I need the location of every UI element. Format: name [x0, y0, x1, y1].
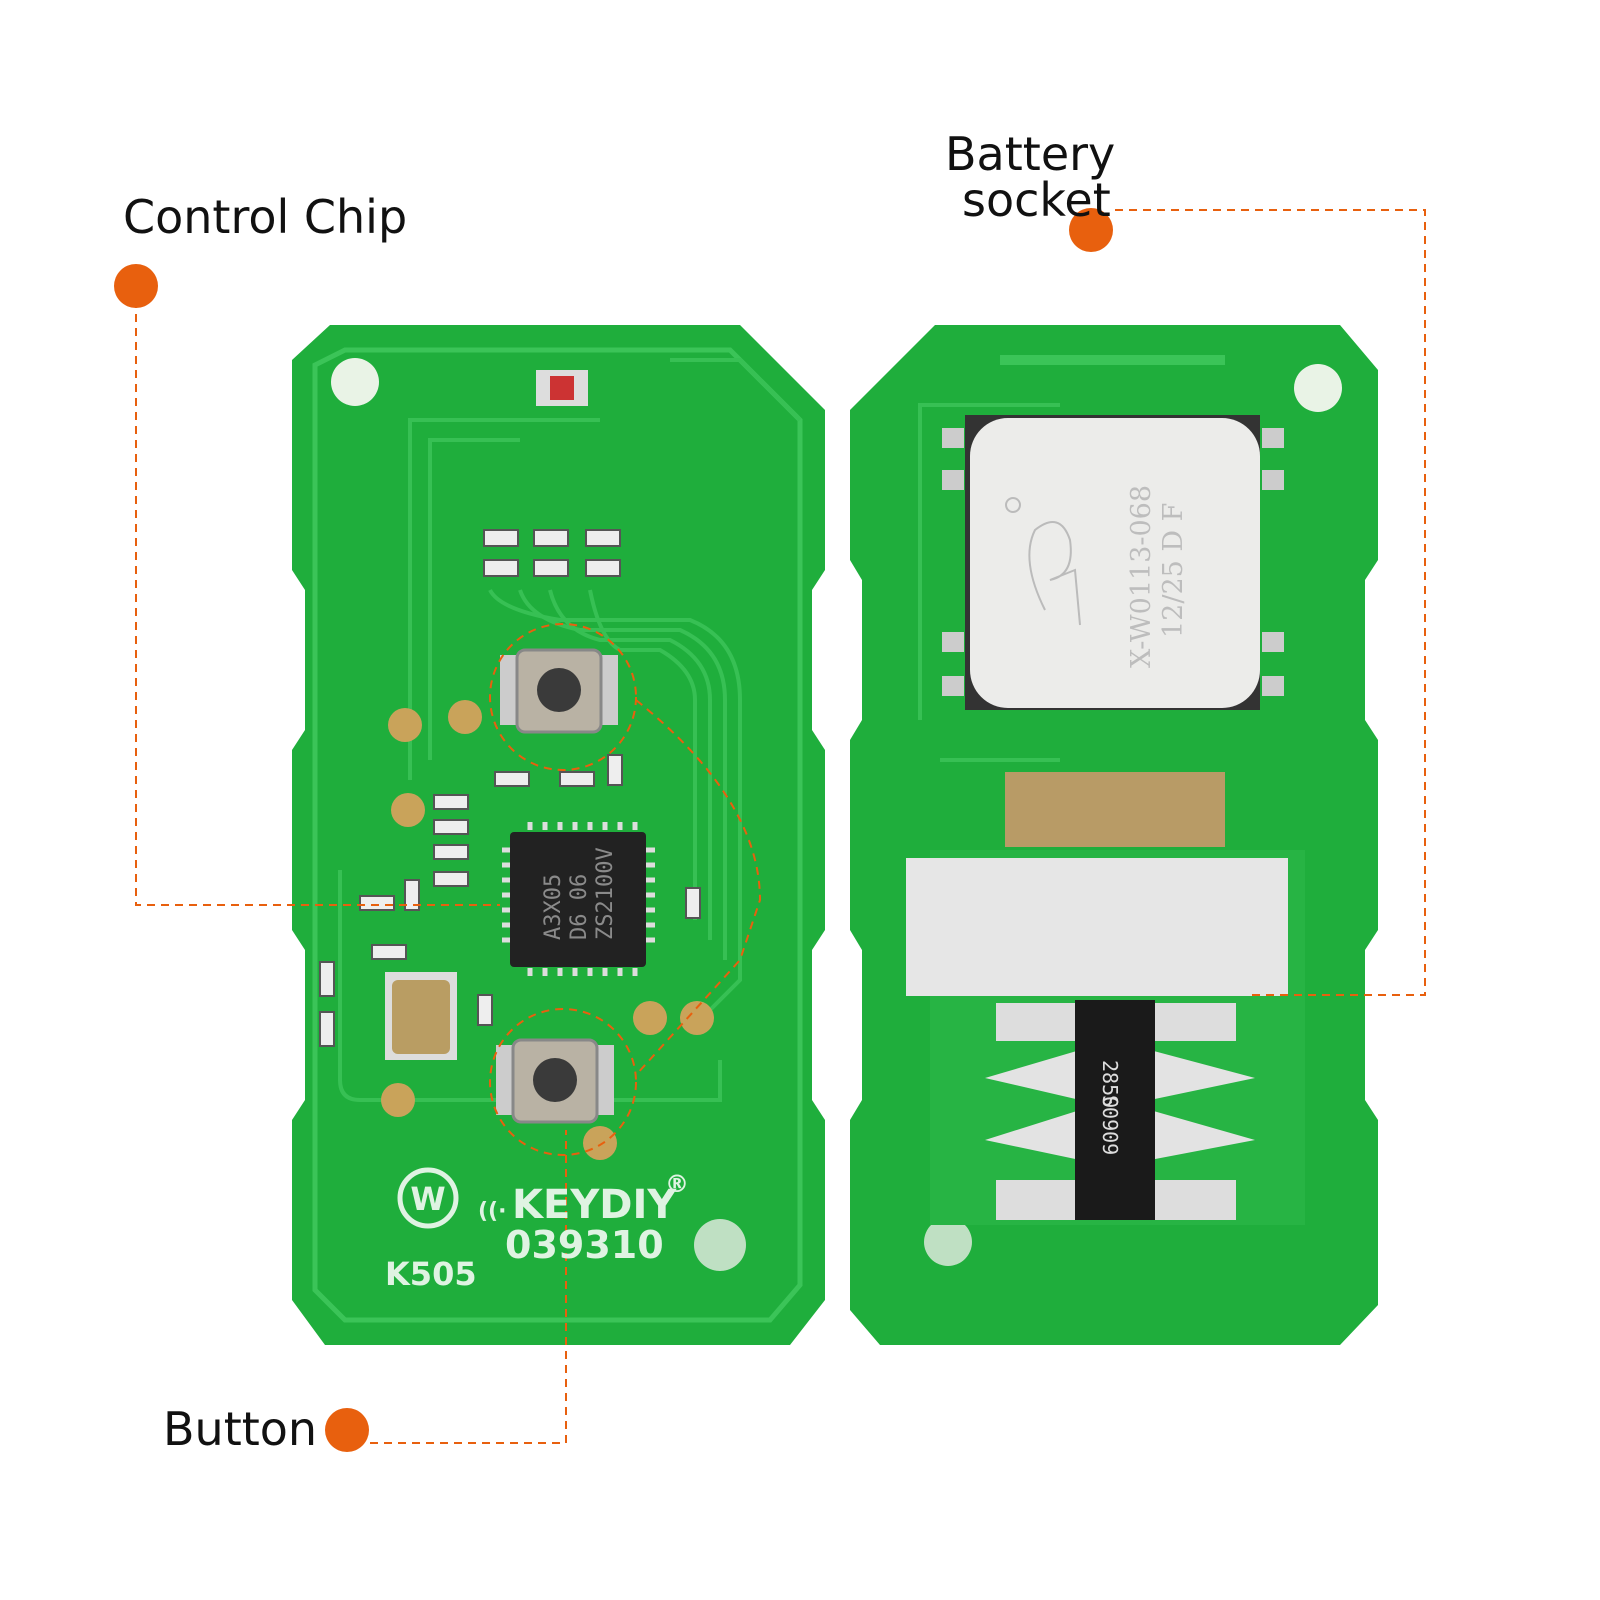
chip-marking-2: D6 06 [567, 874, 592, 940]
battery-clip [985, 1000, 1255, 1220]
callout-dots [114, 208, 1113, 1452]
control-chip [502, 822, 655, 976]
signal-icon: ((· [478, 1199, 506, 1224]
battery-socket-label-line1: Battery [945, 127, 1116, 181]
battery-socket-label-line2: socket [962, 173, 1111, 227]
clip-marking-2: S0909 [1098, 1095, 1122, 1155]
brand-name: KEYDIY [512, 1182, 677, 1228]
board-back [850, 325, 1378, 1345]
board-front [292, 325, 825, 1345]
model-number: K505 [385, 1255, 477, 1293]
w-logo-letter: W [410, 1180, 445, 1218]
chip-marking-1: A3X05 [541, 874, 566, 940]
rf-module [942, 415, 1284, 710]
white-label [906, 858, 1288, 996]
module-marking-1: X-W0113-068 [1126, 485, 1157, 668]
clip-marking-1: 2850 [1098, 1060, 1122, 1108]
leader-lines [135, 209, 1426, 1444]
button-label: Button [163, 1402, 318, 1456]
control-chip-label: Control Chip [123, 190, 408, 244]
tactile-button-bottom [496, 1038, 614, 1124]
serial-number: 039310 [505, 1223, 664, 1267]
registered-mark: ® [665, 1170, 689, 1198]
w-logo [397, 1167, 459, 1229]
chip-marking-3: ZS2100V [593, 847, 618, 940]
tactile-button-top [500, 648, 618, 734]
module-marking-2: 12/25 D F [1158, 503, 1189, 638]
